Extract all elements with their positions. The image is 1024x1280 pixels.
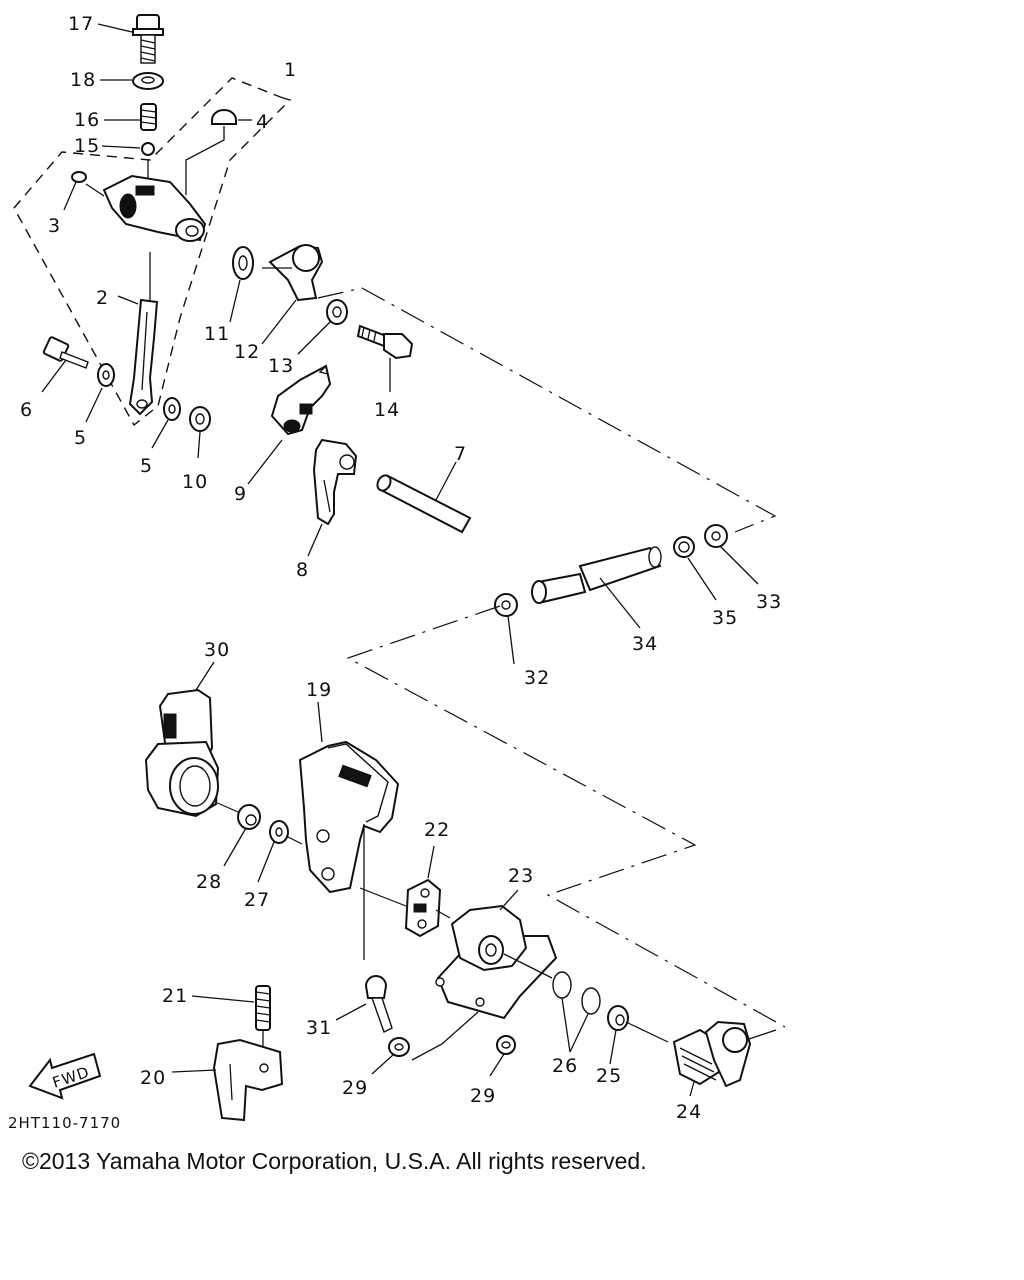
callout-34: 34 bbox=[632, 633, 658, 655]
callout-17: 17 bbox=[68, 13, 94, 35]
part-ball-15 bbox=[141, 142, 155, 156]
part-spring-21 bbox=[255, 985, 271, 1031]
callout-35: 35 bbox=[712, 607, 738, 629]
part-pin-3 bbox=[71, 171, 87, 183]
part-housing-23 bbox=[435, 904, 558, 1020]
part-plate-22 bbox=[404, 878, 442, 938]
callout-leaders bbox=[41, 23, 759, 1097]
callout-15: 15 bbox=[74, 135, 100, 157]
callout-4: 4 bbox=[256, 111, 269, 133]
callout-9: 9 bbox=[234, 483, 247, 505]
callout-22: 22 bbox=[424, 819, 450, 841]
part-bolt-14 bbox=[356, 324, 414, 360]
callout-33: 33 bbox=[756, 591, 782, 613]
guide-line-middle bbox=[346, 605, 786, 1028]
part-switch-24 bbox=[672, 1020, 777, 1088]
assembly-outline bbox=[13, 77, 292, 427]
callout-29a: 29 bbox=[342, 1077, 368, 1099]
part-bracket-19 bbox=[298, 740, 407, 960]
callout-29b: 29 bbox=[470, 1085, 496, 1107]
callout-24: 24 bbox=[676, 1101, 702, 1123]
callout-2: 2 bbox=[96, 287, 109, 309]
fwd-arrow: FWD bbox=[28, 1052, 102, 1100]
callout-3: 3 bbox=[48, 215, 61, 237]
callout-12: 12 bbox=[234, 341, 260, 363]
part-shift-housing bbox=[85, 160, 207, 242]
part-code: 2HT110-7170 bbox=[8, 1114, 121, 1132]
part-shaft-34 bbox=[531, 546, 662, 604]
part-bolt-31 bbox=[364, 975, 393, 1033]
part-bracket-12 bbox=[262, 244, 324, 302]
part-shift-fork-8 bbox=[312, 438, 358, 526]
part-oring-26b bbox=[581, 987, 601, 1015]
callout-6: 6 bbox=[20, 399, 33, 421]
callout-7: 7 bbox=[454, 443, 467, 465]
callout-labels: 17 18 16 15 1 4 3 2 6 5 5 10 11 12 13 14… bbox=[20, 13, 782, 1123]
callout-30: 30 bbox=[204, 639, 230, 661]
callout-25: 25 bbox=[596, 1065, 622, 1087]
callout-10: 10 bbox=[182, 471, 208, 493]
part-bolt-6 bbox=[42, 336, 89, 369]
part-bolt-17 bbox=[132, 14, 164, 64]
part-cam-30 bbox=[144, 688, 220, 818]
part-lever-2 bbox=[128, 298, 159, 416]
callout-23: 23 bbox=[508, 865, 534, 887]
part-spring-16 bbox=[140, 103, 157, 131]
part-rod-7 bbox=[376, 474, 472, 534]
part-cap-4 bbox=[211, 109, 237, 125]
callout-21: 21 bbox=[162, 985, 188, 1007]
part-bracket-20 bbox=[212, 1038, 284, 1122]
copyright-notice: ©2013 Yamaha Motor Corporation, U.S.A. A… bbox=[22, 1148, 647, 1174]
callout-31: 31 bbox=[306, 1017, 332, 1039]
callout-20: 20 bbox=[140, 1067, 166, 1089]
callout-14: 14 bbox=[374, 399, 400, 421]
callout-8: 8 bbox=[296, 559, 309, 581]
callout-5b: 5 bbox=[140, 455, 153, 477]
guide-line-upper bbox=[317, 287, 777, 533]
callout-28: 28 bbox=[196, 871, 222, 893]
callout-18: 18 bbox=[70, 69, 96, 91]
part-oring-26a bbox=[552, 971, 572, 999]
callout-13: 13 bbox=[268, 355, 294, 377]
callout-19: 19 bbox=[306, 679, 332, 701]
callout-26: 26 bbox=[552, 1055, 578, 1077]
callout-11: 11 bbox=[204, 323, 230, 345]
callout-27: 27 bbox=[244, 889, 270, 911]
callout-16: 16 bbox=[74, 109, 100, 131]
callout-1: 1 bbox=[284, 59, 297, 81]
part-washer-18 bbox=[132, 72, 164, 90]
part-shift-arm-9 bbox=[270, 364, 332, 436]
callout-5a: 5 bbox=[74, 427, 87, 449]
callout-32: 32 bbox=[524, 667, 550, 689]
